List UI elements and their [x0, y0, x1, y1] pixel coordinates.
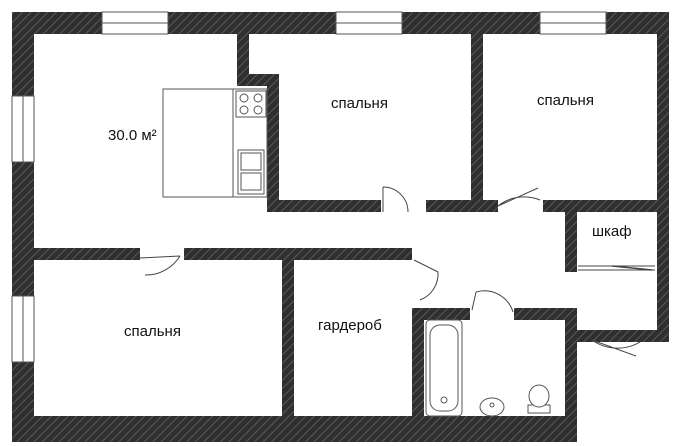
room-label-wardrobe: гардероб: [318, 317, 382, 334]
room-label-bedroom-3: спальня: [537, 92, 594, 109]
wall-right-step-horizontal: [577, 330, 669, 342]
wall-bed2-bed3: [471, 34, 483, 212]
wall-bedroom2-left: [267, 74, 279, 212]
wall-right-lower: [565, 308, 577, 442]
wall-closet-left: [565, 200, 577, 272]
toilet-bowl: [528, 384, 550, 408]
kitchen-block: [162, 88, 268, 198]
doors: [139, 186, 641, 357]
wall-left: [12, 12, 34, 442]
door-bedroom3: [497, 187, 541, 207]
wall-closet-top: [543, 200, 669, 212]
room-label-bedroom-2: спальня: [331, 95, 388, 112]
door-bedroom2: [382, 186, 409, 213]
wall-kitchen-right: [237, 34, 249, 76]
closet-rail: [578, 265, 655, 271]
door-closet-bottom: [591, 339, 641, 357]
wall-corridor-bottom-a: [34, 248, 140, 260]
wall-bedrooms-bottom-a: [267, 200, 381, 212]
bathroom-fixtures: [425, 319, 551, 417]
wall-corridor-bottom-b: [184, 248, 412, 260]
stove: [235, 90, 267, 118]
door-bedroom1: [139, 255, 181, 276]
windows: [11, 11, 607, 363]
wall-bath-top-a: [412, 308, 470, 320]
door-bath: [471, 290, 514, 313]
wall-bath-top-b: [514, 308, 577, 320]
door-wardrobe: [413, 259, 439, 301]
room-label-closet: шкаф: [592, 223, 632, 240]
area-label: 30.0 м²: [108, 127, 157, 144]
room-label-bedroom-1: спальня: [124, 323, 181, 340]
wall-wardrobe-right: [412, 308, 424, 418]
wall-right-upper: [657, 12, 669, 342]
wall-bottom-left: [12, 416, 577, 442]
wall-bedrooms-bottom-b: [426, 200, 498, 212]
interior-walls: [34, 34, 669, 418]
wall-bed1-right: [282, 248, 294, 418]
